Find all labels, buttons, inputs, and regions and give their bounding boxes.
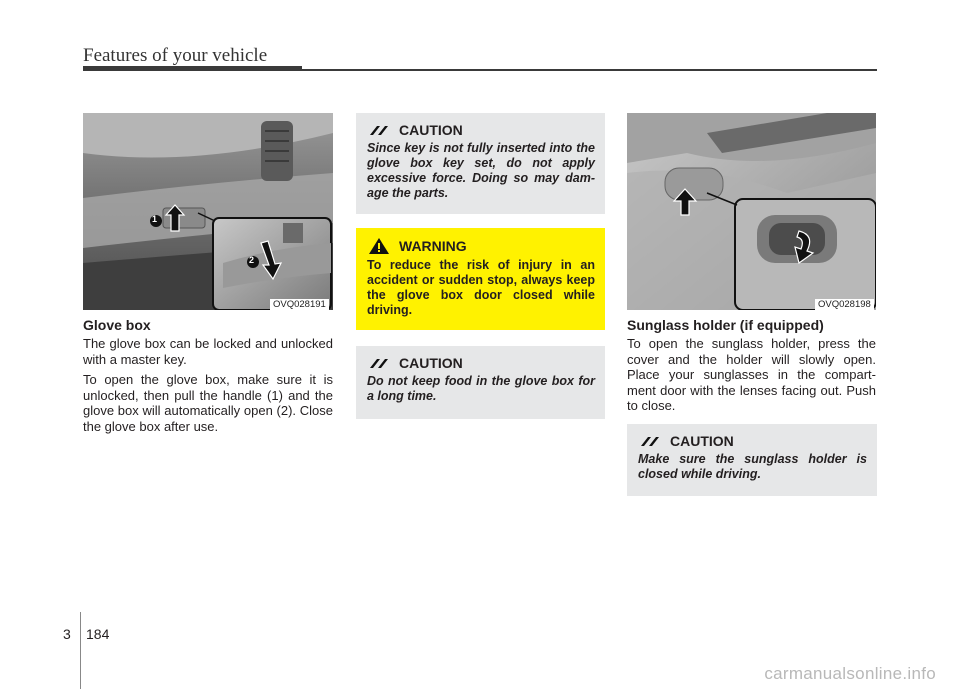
glove-box-para-1: The glove box can be locked and unlocked… [83,336,333,367]
warning-triangle-icon [369,238,389,254]
sunglass-holder-illustration [627,113,876,310]
caution-text: Since key is not fully inserted into the… [367,141,595,200]
sunglass-heading: Sunglass holder (if equipped) [627,317,824,333]
caution-text: Do not keep food in the glove box for a … [367,374,595,403]
caution-pencil-icon [370,358,388,368]
glove-box-image-code: OVQ028191 [270,299,329,310]
footer-divider [80,612,81,689]
sunglass-holder-photo [627,113,876,310]
caution-text: Make sure the sunglass holder is closed … [638,452,867,481]
warning-title: WARNING [367,237,595,255]
header-rule-thin [302,69,877,71]
caution-pencil-icon [641,436,659,446]
chapter-number: 3 [63,626,71,642]
caution-title: CAUTION [367,122,595,138]
sunglass-body: To open the sunglass holder, press the c… [627,336,876,413]
caution-box-food: CAUTION Do not keep food in the glove bo… [356,346,605,419]
watermark: carmanualsonline.info [764,664,936,683]
callout-2: 2 [249,255,255,265]
glove-box-para-2: To open the glove box, make sure it is u… [83,372,333,434]
caution-box-key: CAUTION Since key is not fully inserted … [356,113,605,214]
warning-box: WARNING To reduce the risk of injury in … [356,228,605,330]
warning-text: To reduce the risk of injury in an accid… [367,258,595,317]
page-header-title: Features of your vehicle [83,45,268,66]
caution-box-sunglass: CAUTION Make sure the sunglass holder is… [627,424,877,496]
glove-box-heading: Glove box [83,317,151,333]
caution-pencil-icon [370,125,388,135]
page-number: 184 [86,626,110,642]
caution-title: CAUTION [638,433,867,449]
caution-title: CAUTION [367,355,595,371]
callout-1: 1 [152,214,158,224]
glove-box-illustration [83,113,333,310]
glove-box-photo: 1 2 [83,113,333,310]
header-rule [83,66,302,71]
glove-box-body: The glove box can be locked and unlocked… [83,336,333,439]
sunglass-image-code: OVQ028198 [815,299,874,310]
